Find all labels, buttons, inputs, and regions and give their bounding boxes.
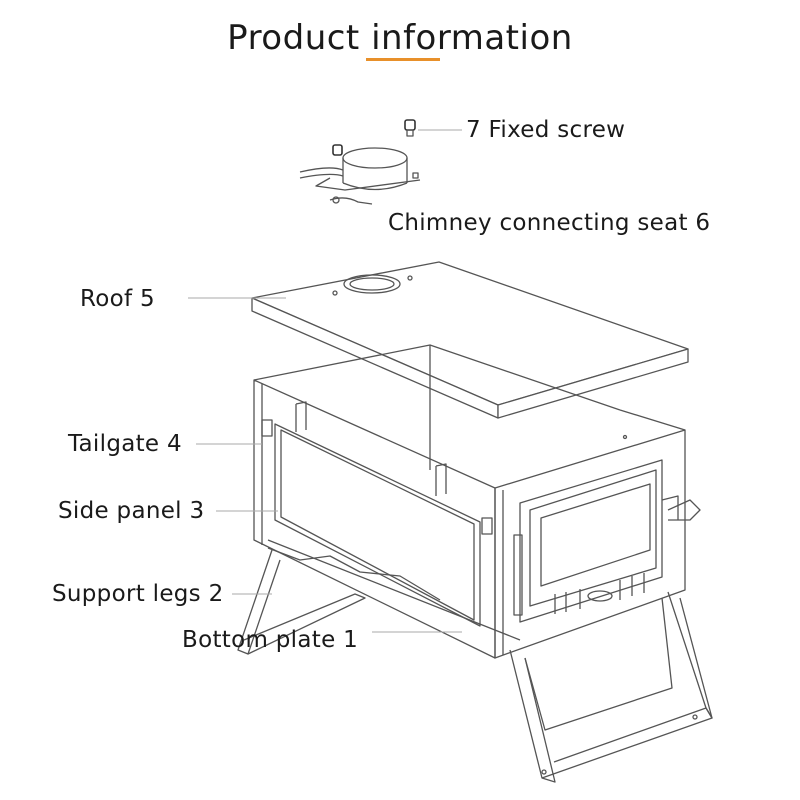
label-roof: Roof 5 xyxy=(80,286,155,312)
page-title: Product information xyxy=(227,18,573,58)
label-tailgate: Tailgate 4 xyxy=(68,431,182,457)
roof-part xyxy=(251,261,689,419)
label-fixed-screw: 7 Fixed screw xyxy=(466,117,626,143)
label-bottom-plate: Bottom plate 1 xyxy=(182,627,359,653)
fixed-screw-part xyxy=(404,119,416,137)
stove-body-part xyxy=(237,344,713,783)
title-accent-underline xyxy=(366,58,440,61)
chimney-seat-part xyxy=(299,144,421,205)
label-chimney-seat: Chimney connecting seat 6 xyxy=(388,210,711,236)
label-side-panel: Side panel 3 xyxy=(58,498,205,524)
label-support-legs: Support legs 2 xyxy=(52,581,224,607)
